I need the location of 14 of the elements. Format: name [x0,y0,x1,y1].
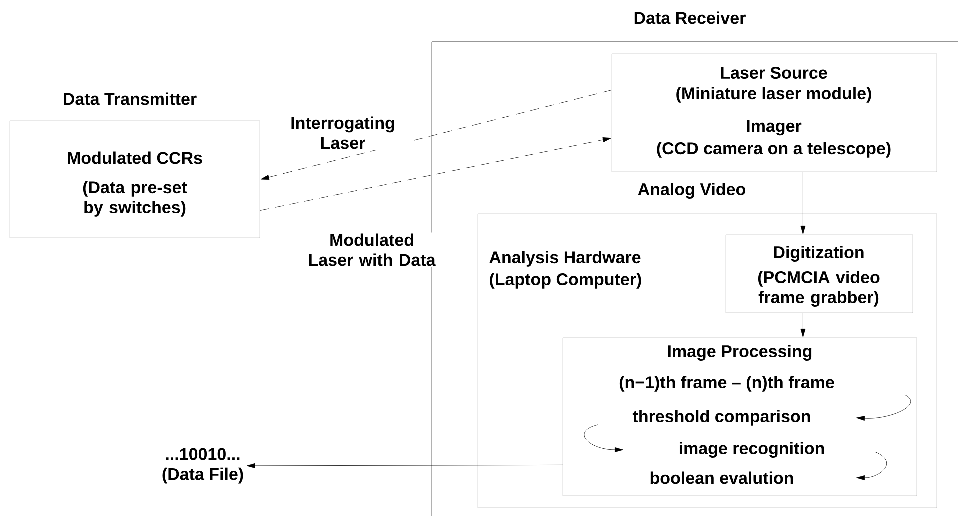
arrow [260,138,612,211]
edge-label: Interrogating Laser [277,116,409,150]
arrow [260,90,612,180]
node-label: Data Transmitter [64,92,197,106]
output-text: ...10010... (Data File) [162,448,244,484]
process-box: Image Processing (n−1)th frame – (n)th frame threshold comparison image recognition boolean evalution [563,338,918,496]
process-box: Laser Source (Miniature laser module) Imager (CCD camera on a telescope) [612,54,938,172]
edge-label: Modulated Laser with Data [296,232,448,268]
edge-label: Analog Video [636,182,748,200]
process-box: Digitization (PCMCIA video frame grabber) [726,235,914,314]
arrow [800,313,806,338]
arrow [800,172,806,234]
transmitter-box: Data Transmitter Modulated CCRs (Data pre-set by switches) [10,92,260,238]
arrow [246,463,564,468]
